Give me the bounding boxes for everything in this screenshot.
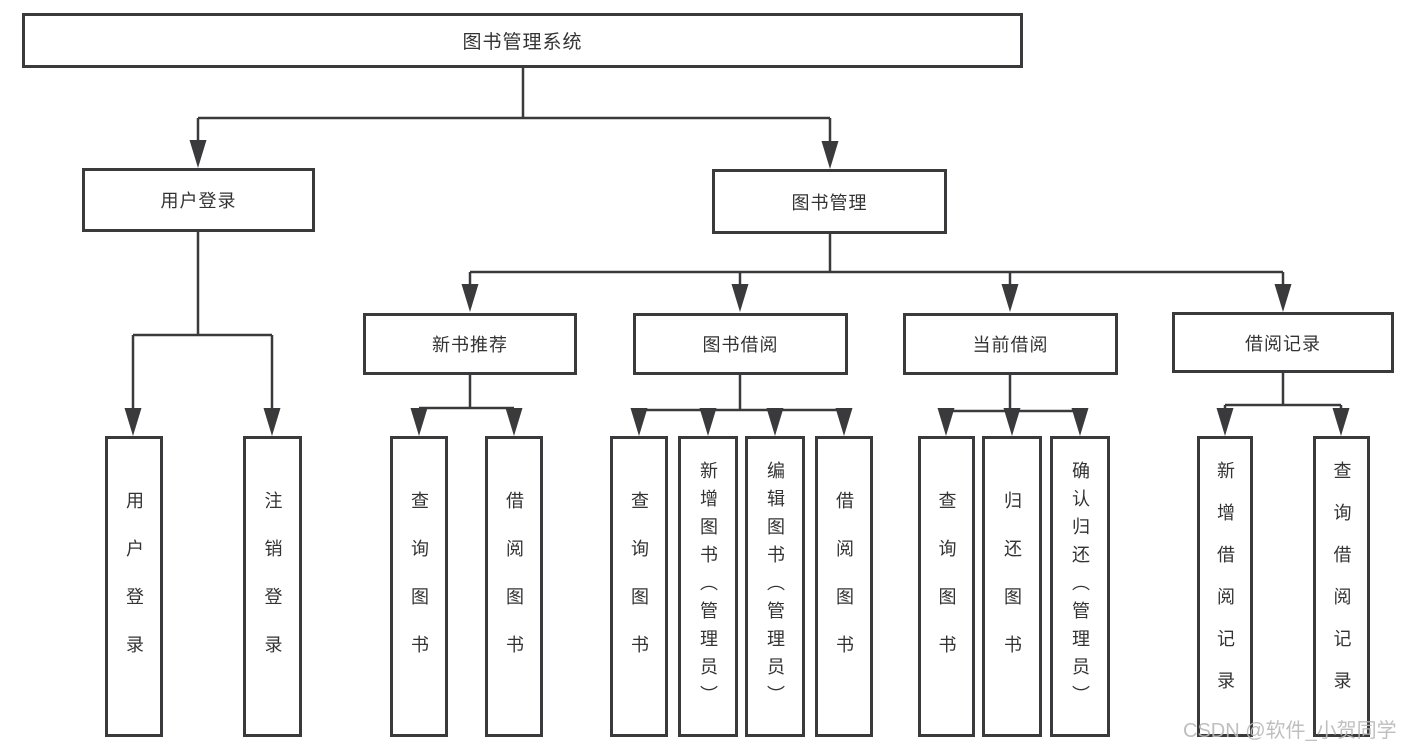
leaf-confirm-return-admin: 确认归还（管理员）	[1050, 436, 1110, 737]
leaf-add-books-admin: 新增图书（管理员）	[678, 436, 738, 737]
node-label: 编辑图书（管理员）	[765, 460, 785, 713]
node-user-login: 用户登录	[82, 168, 315, 232]
node-library-system: 图书管理系统	[22, 13, 1023, 68]
leaf-query-books-current: 查询图书	[918, 436, 975, 737]
leaf-edit-books-admin: 编辑图书（管理员）	[745, 436, 805, 737]
leaf-query-borrow-record: 查询借阅记录	[1313, 436, 1370, 737]
node-label: 用户登录	[124, 490, 144, 683]
leaf-query-books-borrowing: 查询图书	[610, 436, 668, 737]
node-label: 借阅图书	[834, 490, 854, 683]
node-label: 查询借阅记录	[1331, 460, 1352, 713]
node-new-book-recommendation: 新书推荐	[363, 313, 577, 375]
leaf-query-books-recommend: 查询图书	[390, 436, 448, 737]
node-label: 借阅记录	[1245, 333, 1321, 354]
node-label: 新书推荐	[432, 335, 508, 355]
node-label: 图书管理系统	[462, 32, 583, 53]
leaf-borrow-books-recommend: 借阅图书	[485, 436, 543, 737]
leaf-logout-login: 注销登录	[243, 436, 302, 737]
node-label: 确认归还（管理员）	[1070, 460, 1090, 713]
node-label: 图书借阅	[702, 335, 779, 355]
leaf-add-borrow-record: 新增借阅记录	[1197, 436, 1253, 737]
leaf-user-login: 用户登录	[105, 436, 163, 737]
node-label: 归还图书	[1002, 490, 1022, 683]
node-label: 当前借阅	[972, 335, 1049, 355]
node-book-borrowing: 图书借阅	[633, 313, 848, 375]
node-current-borrowing: 当前借阅	[903, 313, 1118, 375]
node-label: 新增图书（管理员）	[698, 460, 718, 713]
node-label: 注销登录	[262, 490, 283, 683]
node-label: 查询图书	[409, 490, 429, 683]
node-label: 查询图书	[936, 490, 957, 683]
leaf-borrow-books-borrowing: 借阅图书	[815, 436, 873, 737]
node-label: 图书管理	[791, 192, 868, 213]
node-label: 用户登录	[160, 191, 237, 211]
node-label: 借阅图书	[504, 490, 524, 683]
node-book-management: 图书管理	[712, 169, 947, 234]
leaf-return-books: 归还图书	[982, 436, 1042, 737]
node-borrowing-records: 借阅记录	[1172, 312, 1394, 373]
node-label: 新增借阅记录	[1215, 460, 1235, 713]
watermark-text: CSDN @软件_小贺同学	[1183, 720, 1397, 742]
node-label: 查询图书	[629, 490, 649, 683]
